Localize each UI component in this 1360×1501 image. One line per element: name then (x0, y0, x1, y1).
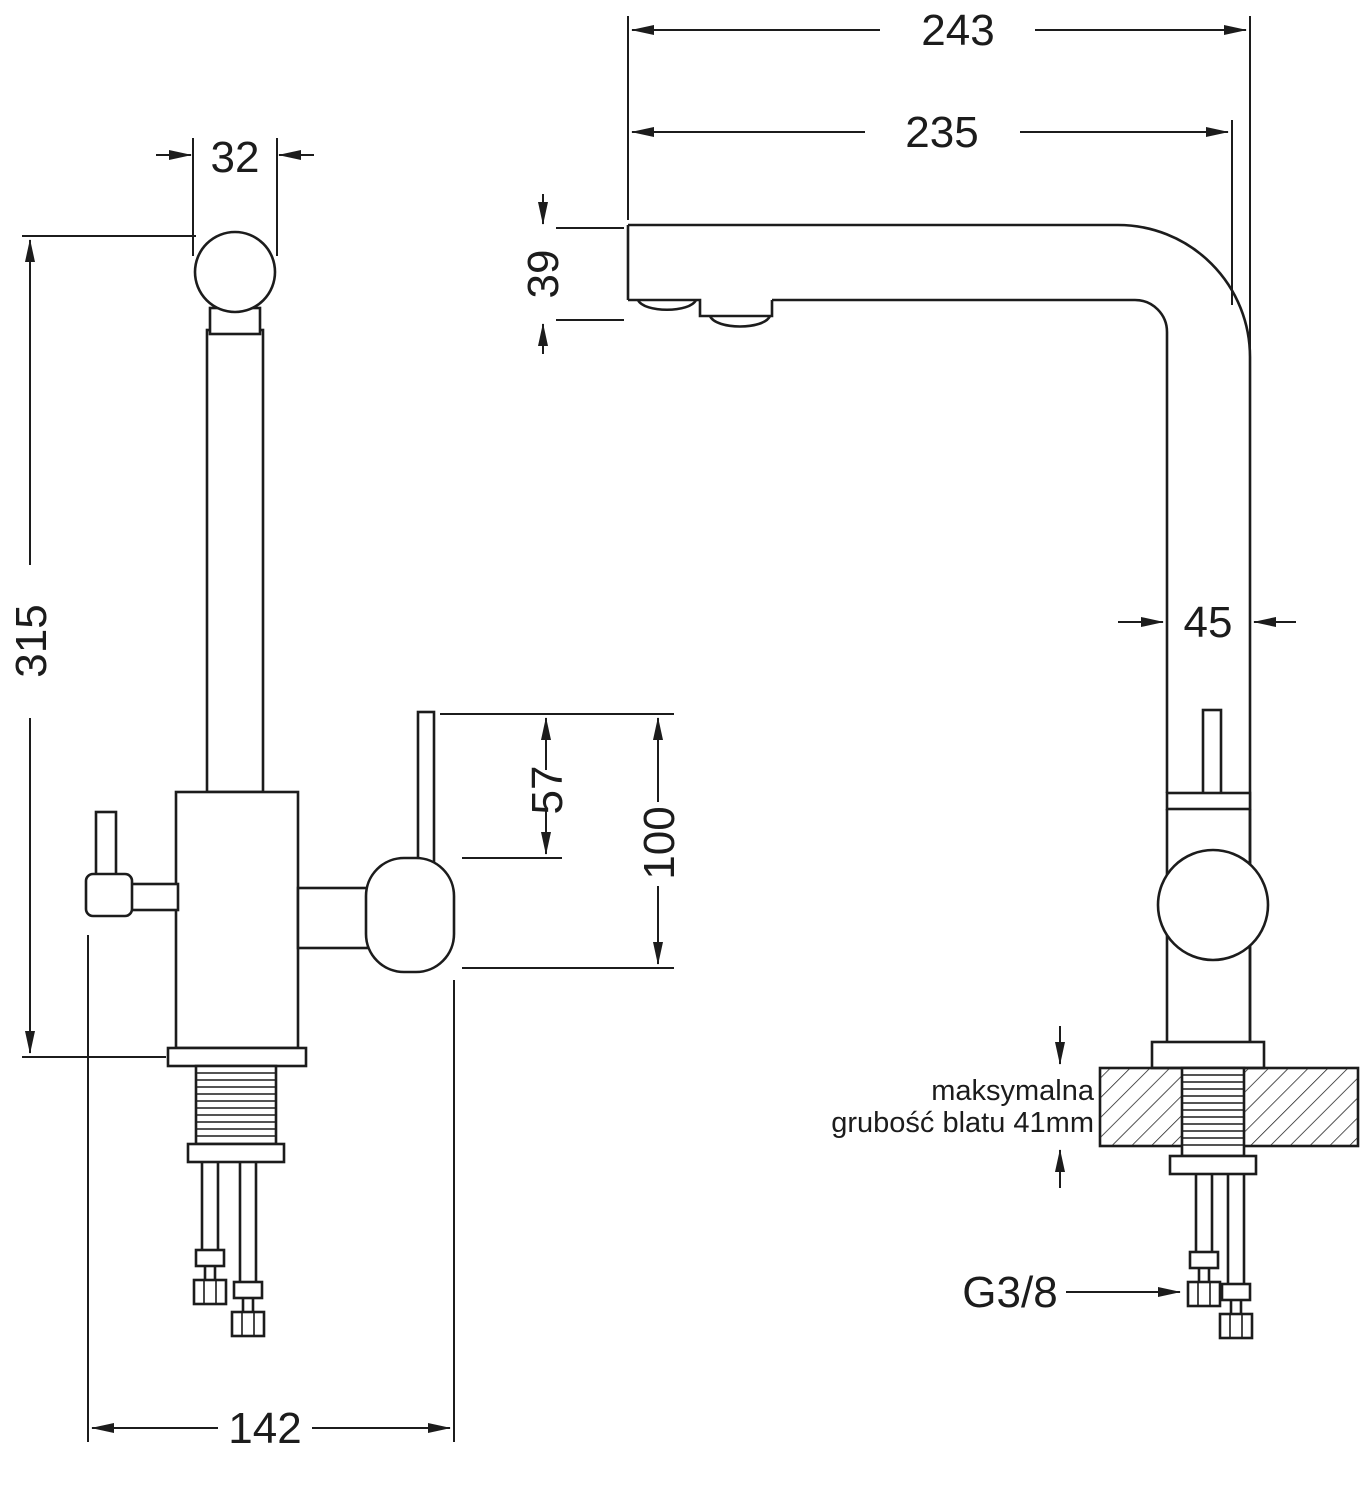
thread-size-label: G3/8 (962, 1268, 1057, 1317)
faucet-side-view (626, 223, 1360, 1340)
dim-100-label: 100 (635, 806, 684, 879)
filter-lever-connector (128, 882, 180, 912)
hose-connector (1218, 1312, 1254, 1340)
dimension-235: 235 (631, 108, 1233, 305)
dimension-57: 57 (440, 713, 674, 859)
hose-connector (192, 1278, 228, 1306)
aerator-outlet (636, 299, 698, 311)
dim-142-label: 142 (228, 1404, 301, 1453)
hose-connector (1186, 1280, 1222, 1308)
dim-235-label: 235 (905, 108, 978, 157)
dim-57-label: 57 (523, 766, 572, 815)
main-lever (416, 710, 436, 864)
dimension-315: 315 (7, 235, 196, 1058)
dim-45-label: 45 (1184, 598, 1233, 647)
dim-315-label: 315 (7, 604, 56, 677)
main-lever-side (1201, 708, 1223, 798)
thread-size-callout: G3/8 (962, 1268, 1181, 1317)
supply-hoses-side (1186, 1174, 1254, 1340)
filter-lever (94, 810, 118, 880)
dimension-39: 39 (519, 194, 624, 354)
countertop-thickness-note: maksymalna grubość blatu 41mm (831, 1026, 1095, 1188)
aerator-outlet (708, 315, 772, 328)
supply-hoses-front (192, 1162, 266, 1338)
faucet-neck (205, 328, 265, 794)
dimension-243: 243 (627, 6, 1251, 350)
faucet-body (174, 790, 300, 1050)
hose-connector (230, 1310, 266, 1338)
countertop-note-line2: grubość blatu 41mm (831, 1107, 1094, 1139)
dim-39-label: 39 (519, 250, 568, 299)
dimension-142: 142 (87, 935, 455, 1453)
dim-243-label: 243 (921, 6, 994, 55)
base-flange (166, 1046, 308, 1068)
countertop-note-line1: maksymalna (931, 1075, 1095, 1107)
spout-outer-contour (628, 223, 1252, 1042)
dimension-45: 45 (1118, 598, 1296, 647)
main-lever-cap (364, 856, 456, 974)
mounting-nut-side (1168, 1154, 1258, 1176)
threaded-shank (186, 1064, 286, 1164)
handle-cap-side (1156, 848, 1270, 962)
mounting-nut (186, 1142, 286, 1164)
dimension-100: 100 (462, 717, 684, 969)
dim-32-label: 32 (211, 133, 260, 182)
spout-head-front (193, 230, 277, 314)
spout-head-bottom (628, 298, 774, 318)
lever-mount (1165, 791, 1252, 811)
filter-lever-mount (84, 872, 134, 918)
base-flange-side (1150, 1040, 1266, 1070)
faucet-front-view (84, 230, 456, 1338)
main-lever-connector (296, 886, 370, 950)
spout-inner-contour (772, 298, 1169, 793)
threaded-shank-side (1168, 1066, 1258, 1176)
